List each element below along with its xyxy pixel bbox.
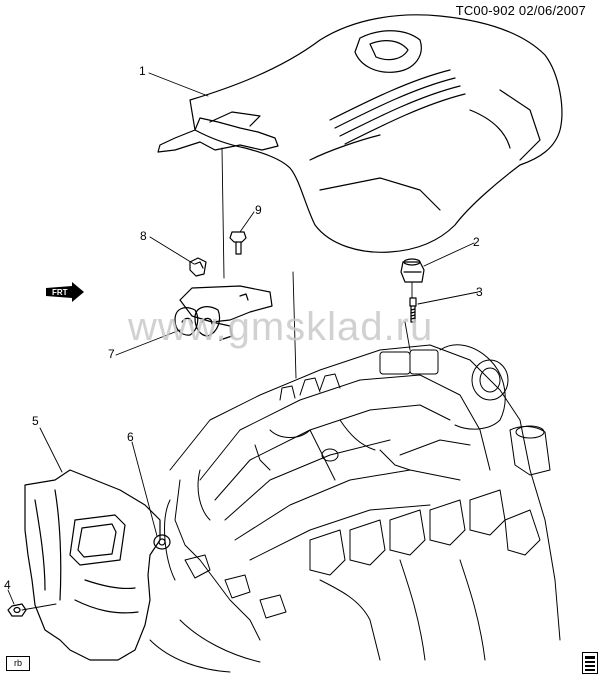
callout-7: 7 <box>108 347 115 361</box>
forward-arrow-icon <box>46 282 84 302</box>
callout-4: 4 <box>4 578 11 592</box>
direction-label: FRT <box>52 288 68 297</box>
nut-4-drawing <box>7 603 27 617</box>
stud-3-drawing <box>409 297 417 323</box>
diagram-date: 02/06/2007 <box>518 3 586 18</box>
callout-1: 1 <box>139 64 146 78</box>
callout-6: 6 <box>127 430 134 444</box>
callout-8: 8 <box>140 229 147 243</box>
corner-tag: rb <box>6 656 30 671</box>
callout-2: 2 <box>473 235 480 249</box>
page-icon <box>582 652 598 674</box>
grommet-2-drawing <box>400 258 425 283</box>
bolt-9-drawing <box>229 231 247 255</box>
retainer-8-drawing <box>189 257 207 277</box>
heat-shield-5-drawing <box>24 469 161 661</box>
grommet-6-drawing <box>153 534 171 550</box>
diagram-code: TC00-902 02/06/2007 <box>456 3 586 18</box>
engine-assembly-drawing <box>149 344 561 673</box>
callout-3: 3 <box>476 285 483 299</box>
callout-5: 5 <box>32 414 39 428</box>
callout-9: 9 <box>255 203 262 217</box>
bracket-7-drawing <box>174 285 273 341</box>
engine-cover-drawing <box>157 14 563 253</box>
leader-lines <box>7 72 479 611</box>
watermark: www.gmsklad.ru <box>128 305 434 349</box>
diagram-id: TC00-902 <box>455 3 516 18</box>
